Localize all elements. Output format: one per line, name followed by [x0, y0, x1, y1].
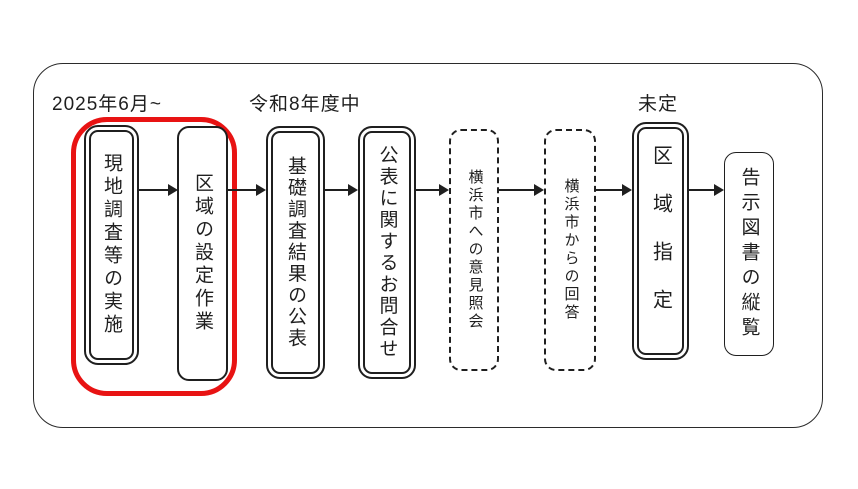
- flow-step-survey-results: 基礎調査結果の公表: [266, 126, 325, 379]
- arrow-head-icon: [714, 183, 724, 196]
- arrow-head-icon: [256, 183, 266, 196]
- flow-step-public-inspection: 告示図書の縦覧: [724, 152, 774, 356]
- arrow-shaft: [139, 188, 170, 191]
- flow-step-inner: 横浜市への意見照会: [451, 131, 497, 369]
- flow-step-label: 区域の設定作業: [192, 173, 213, 334]
- flow-step-inner: 告示図書の縦覧: [725, 153, 773, 355]
- arrow-head-icon: [534, 183, 544, 196]
- flow-arrow: [689, 183, 724, 196]
- flow-step-inner: 区域指定: [636, 126, 685, 356]
- flow-arrow: [596, 183, 632, 196]
- timeline-label-end: 未定: [638, 94, 679, 115]
- arrow-shaft: [416, 188, 441, 191]
- flow-arrow: [499, 183, 544, 196]
- flow-arrow: [325, 183, 358, 196]
- arrow-head-icon: [622, 183, 632, 196]
- flow-step-label: 現地調査等の実施: [101, 153, 122, 337]
- flow-arrow: [416, 183, 449, 196]
- diagram-frame: [33, 63, 823, 428]
- flow-step-inner: 区域の設定作業: [179, 128, 226, 379]
- timeline-label-middle: 令和8年度中: [249, 94, 361, 115]
- flow-step-label: 基礎調査結果の公表: [285, 155, 306, 350]
- flow-arrow: [228, 183, 266, 196]
- flow-step-publication-inquiry: 公表に関するお問合せ: [358, 126, 416, 379]
- flow-step-city-reply: 横浜市からの回答: [544, 129, 596, 371]
- arrow-shaft: [596, 188, 624, 191]
- flow-step-opinion-request: 横浜市への意見照会: [449, 129, 499, 371]
- flow-step-inner: 現地調査等の実施: [88, 129, 135, 361]
- flow-step-label: 横浜市からの回答: [562, 178, 579, 322]
- flow-step-inner: 公表に関するお問合せ: [362, 130, 412, 375]
- flow-step-inner: 横浜市からの回答: [546, 131, 594, 369]
- arrow-head-icon: [348, 183, 358, 196]
- flow-step-label: 公表に関するお問合せ: [376, 145, 398, 360]
- arrow-shaft: [689, 188, 716, 191]
- flow-step-area-setting: 区域の設定作業: [177, 126, 228, 381]
- arrow-head-icon: [439, 183, 449, 196]
- arrow-shaft: [499, 188, 536, 191]
- flow-step-label: 告示図書の縦覧: [738, 166, 760, 342]
- timeline-label-start: 2025年6月~: [52, 94, 162, 115]
- arrow-shaft: [228, 188, 258, 191]
- flow-step-inner: 基礎調査結果の公表: [270, 130, 321, 375]
- arrow-head-icon: [168, 183, 178, 196]
- flow-step-site-survey: 現地調査等の実施: [84, 125, 139, 365]
- flow-step-area-designation: 区域指定: [632, 122, 689, 360]
- flow-step-label: 区域指定: [649, 145, 672, 337]
- flow-step-label: 横浜市への意見照会: [466, 169, 483, 331]
- arrow-shaft: [325, 188, 350, 191]
- flow-arrow: [139, 183, 178, 196]
- current-phase-highlight-outline: [71, 117, 237, 396]
